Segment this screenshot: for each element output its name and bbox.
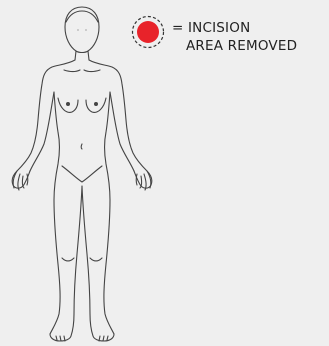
legend-label-line2: AREA REMOVED bbox=[186, 38, 297, 54]
right-inner-arm bbox=[110, 92, 134, 171]
left-leg-inner bbox=[71, 186, 82, 336]
left-leg-outer bbox=[50, 200, 60, 334]
torso-left bbox=[54, 92, 60, 200]
right-nipple bbox=[94, 102, 98, 106]
neck-right bbox=[88, 51, 89, 60]
legend-label-line1: = INCISION bbox=[172, 20, 250, 36]
incision-marker-icon bbox=[131, 15, 165, 49]
torso-right bbox=[105, 92, 111, 200]
left-inner-arm bbox=[30, 92, 54, 171]
right-foot bbox=[93, 334, 114, 341]
clavicles bbox=[64, 70, 100, 72]
left-nipple bbox=[66, 102, 70, 106]
head bbox=[65, 7, 99, 53]
right-leg-inner bbox=[82, 186, 93, 336]
hair-line bbox=[66, 11, 98, 22]
navel bbox=[81, 144, 82, 149]
legend: = INCISION AREA REMOVED bbox=[128, 12, 328, 60]
hip-lines bbox=[62, 166, 102, 182]
left-knee bbox=[62, 258, 74, 261]
left-foot bbox=[50, 334, 71, 341]
neck-left bbox=[75, 51, 76, 60]
right-knee bbox=[90, 258, 102, 261]
right-leg-outer bbox=[104, 200, 114, 334]
